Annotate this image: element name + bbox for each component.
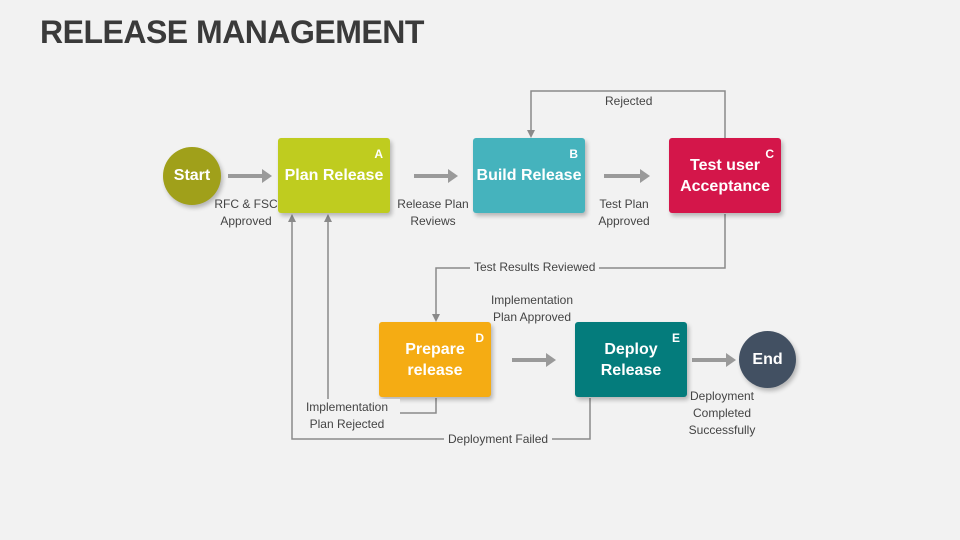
label-review-line1: Release Plan xyxy=(397,197,469,211)
label-review-line2: Reviews xyxy=(410,214,456,228)
arrow-deploy-to-end xyxy=(692,353,736,367)
label-impl-plan-rejected: Implementation Plan Rejected xyxy=(294,399,400,433)
prepare-release-letter: D xyxy=(475,331,484,345)
label-deploy-completed-line1: Deployment xyxy=(689,389,755,403)
test-acceptance-line2: Acceptance xyxy=(680,177,770,195)
start-node: Start xyxy=(163,147,221,205)
test-acceptance-line1: Test user xyxy=(690,156,760,174)
label-impl-rejected-line2: Plan Rejected xyxy=(309,417,385,431)
label-rfc-approved: RFC & FSC Approved xyxy=(210,196,282,230)
label-rfc-line2: Approved xyxy=(220,214,272,228)
prepare-release-box: D Prepare release xyxy=(379,322,491,397)
prepare-release-line2: release xyxy=(407,361,463,379)
prepare-release-label: Prepare release xyxy=(405,339,465,381)
test-acceptance-label: Test user Acceptance xyxy=(680,155,770,197)
label-deploy-completed-line3: Successfully xyxy=(688,423,756,437)
prepare-release-line1: Prepare xyxy=(405,340,465,358)
start-label: Start xyxy=(173,167,211,184)
label-impl-plan-approved: Implementation Plan Approved xyxy=(482,292,582,326)
plan-release-label: Plan Release xyxy=(284,167,384,184)
label-deployment-failed: Deployment Failed xyxy=(444,431,553,448)
deploy-release-line2: Release xyxy=(600,361,662,379)
page-title: RELEASE MANAGEMENT xyxy=(40,14,424,50)
label-rfc-line1: RFC & FSC xyxy=(214,197,278,211)
label-test-results-text: Test Results Reviewed xyxy=(474,260,596,274)
test-acceptance-box: C Test user Acceptance xyxy=(669,138,781,213)
arrow-build-to-test xyxy=(604,169,650,183)
label-test-plan-line2: Approved xyxy=(598,214,650,228)
arrow-prepare-to-deploy xyxy=(512,353,556,367)
label-impl-approved-line1: Implementation xyxy=(490,293,574,307)
label-impl-approved-line2: Plan Approved xyxy=(492,310,572,324)
deploy-release-box: E Deploy Release xyxy=(575,322,687,397)
connector-deploy-failed xyxy=(291,218,591,440)
label-deployment-completed: Deployment Completed Successfully xyxy=(680,388,764,439)
arrow-start-to-plan xyxy=(228,169,272,183)
build-release-box: B Build Release xyxy=(473,138,585,213)
deploy-release-label: Deploy Release xyxy=(601,339,662,381)
build-release-letter: B xyxy=(569,147,578,161)
test-acceptance-letter: C xyxy=(765,147,774,161)
end-label: End xyxy=(752,350,783,368)
arrow-plan-to-build xyxy=(414,169,458,183)
label-release-plan-reviews: Release Plan Reviews xyxy=(394,196,472,230)
label-deployment-failed-text: Deployment Failed xyxy=(448,432,549,446)
deploy-release-line1: Deploy xyxy=(604,340,658,358)
deploy-release-letter: E xyxy=(671,331,680,345)
label-test-results-reviewed: Test Results Reviewed xyxy=(470,259,600,276)
label-rejected: Rejected xyxy=(601,93,657,110)
label-deploy-completed-line2: Completed xyxy=(692,406,752,420)
label-rejected-text: Rejected xyxy=(605,94,653,108)
connector-rejected xyxy=(530,90,726,140)
label-test-plan-approved: Test Plan Approved xyxy=(590,196,658,230)
plan-release-box: A Plan Release xyxy=(278,138,390,213)
plan-release-letter: A xyxy=(374,147,383,161)
label-impl-rejected-line1: Implementation xyxy=(305,400,389,414)
end-node: End xyxy=(739,331,796,388)
label-test-plan-line1: Test Plan xyxy=(599,197,649,211)
build-release-label: Build Release xyxy=(476,167,582,184)
